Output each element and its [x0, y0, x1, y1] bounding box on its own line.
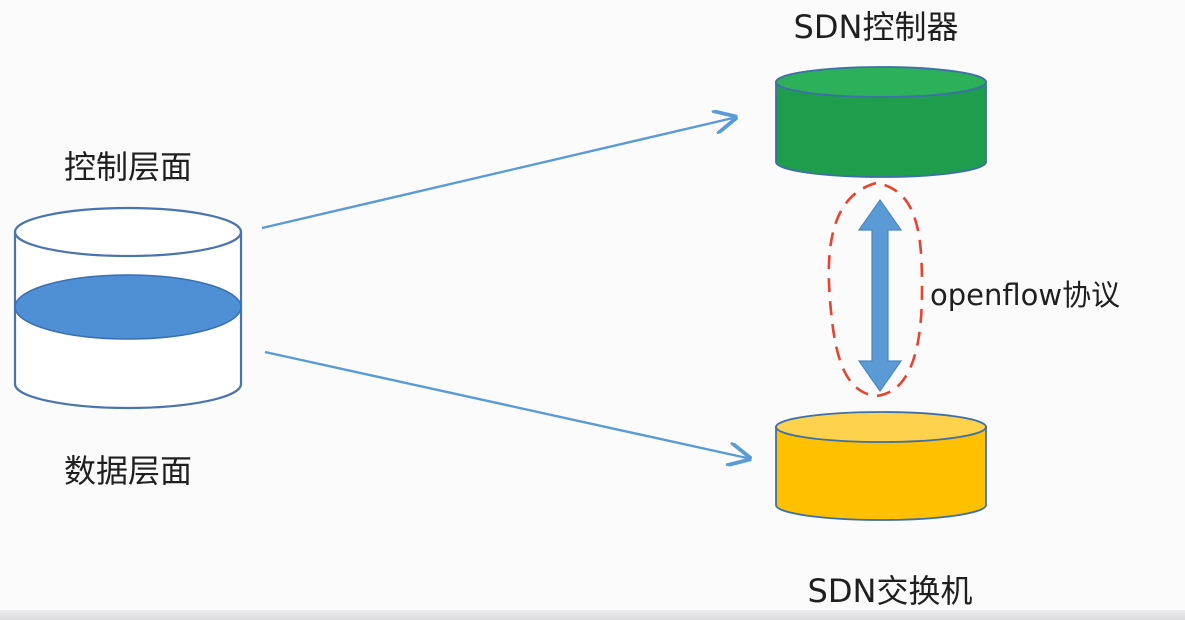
protocol-highlight-outline	[827, 181, 924, 398]
plane-cylinder	[13, 206, 243, 410]
data-plane-arrow	[264, 350, 747, 458]
plane-cylinder-top	[13, 206, 243, 258]
openflow-protocol-label: openflow协议	[930, 278, 1120, 312]
control-plane-arrow	[261, 118, 733, 230]
controller-cylinder-body	[775, 81, 987, 178]
switch-label: SDN交换机	[808, 572, 973, 610]
switch-cylinder-body	[775, 426, 987, 521]
data-plane-label: 数据层面	[64, 452, 192, 490]
bottom-strip	[0, 610, 1185, 620]
controller-cylinder-top	[775, 66, 987, 98]
switch-cylinder-top	[775, 411, 987, 443]
switch-cylinder	[775, 411, 987, 521]
control-plane-label: 控制层面	[64, 148, 192, 186]
controller-cylinder	[775, 66, 987, 178]
plane-divider-ellipse	[14, 274, 242, 340]
controller-label: SDN控制器	[794, 8, 959, 46]
openflow-double-arrow	[857, 198, 903, 393]
